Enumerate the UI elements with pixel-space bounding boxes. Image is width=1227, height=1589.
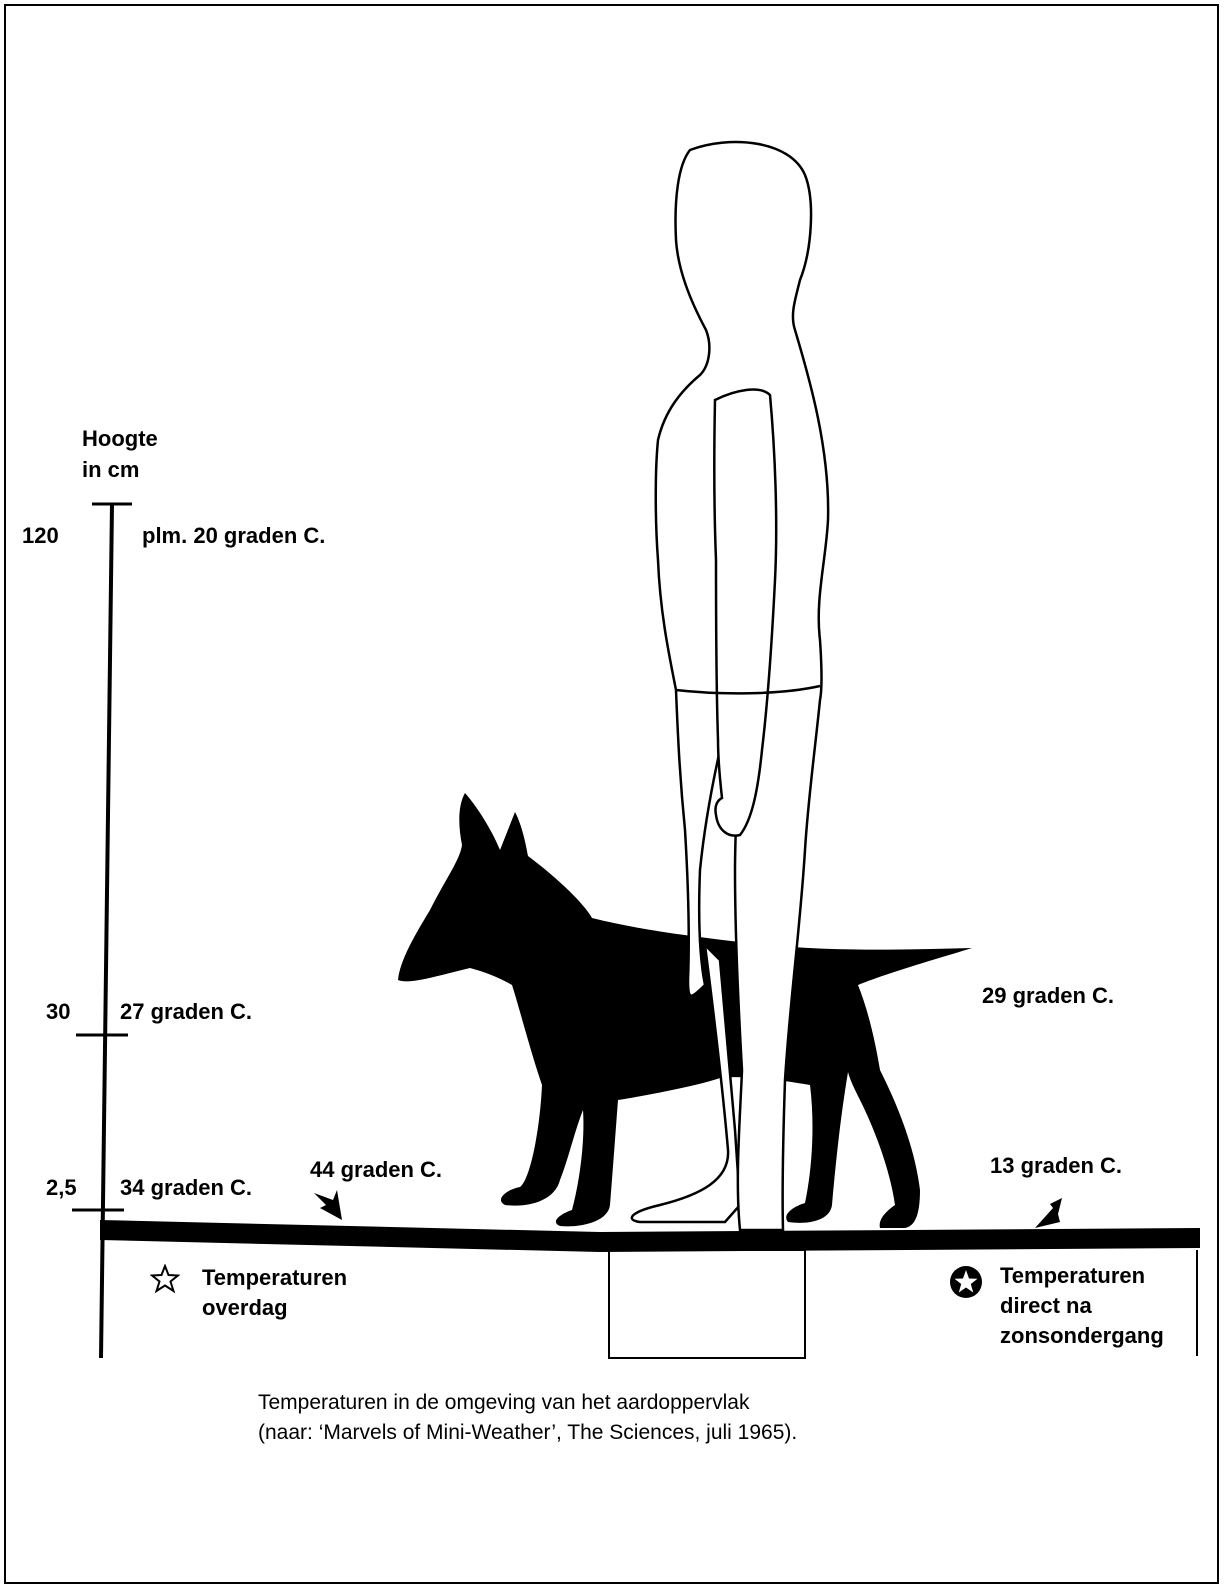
- figure-caption: Temperaturen in de omgeving van het aard…: [258, 1388, 1058, 1448]
- tick-label-120: 120: [22, 522, 59, 550]
- temp-label-dog-right: 29 graden C.: [982, 982, 1114, 1010]
- temp-label-ground-night: 13 graden C.: [990, 1152, 1122, 1180]
- filled-circle-star-icon: [948, 1264, 984, 1300]
- temp-label-ground-day: 44 graden C.: [310, 1156, 442, 1184]
- axis-title-line1: Hoogte: [82, 425, 158, 453]
- legend-day-line2: overdag: [202, 1294, 288, 1322]
- caption-line1: Temperaturen in de omgeving van het aard…: [258, 1388, 1058, 1418]
- outline-star-icon: [150, 1264, 180, 1294]
- tick-label-30: 30: [46, 998, 70, 1026]
- axis-title-line2: in cm: [82, 456, 139, 484]
- ground-surface: [100, 1220, 1200, 1252]
- temp-label-30cm: 27 graden C.: [120, 998, 252, 1026]
- night-ground-arrow: [1035, 1198, 1062, 1228]
- legend-night-line3: zonsondergang: [1000, 1322, 1164, 1350]
- legend-night-line2: direct na: [1000, 1292, 1092, 1320]
- caption-line2: (naar: ‘Marvels of Mini-Weather’, The Sc…: [258, 1418, 1058, 1448]
- day-ground-arrow: [314, 1190, 342, 1220]
- tick-label-2-5: 2,5: [46, 1174, 77, 1202]
- legend-day-line1: Temperaturen: [202, 1264, 347, 1292]
- dog-silhouette: [398, 793, 972, 1228]
- soil-box: [609, 1250, 805, 1358]
- temp-label-2-5cm: 34 graden C.: [120, 1174, 252, 1202]
- legend-night-line1: Temperaturen: [1000, 1262, 1145, 1290]
- temp-label-120cm: plm. 20 graden C.: [142, 522, 325, 550]
